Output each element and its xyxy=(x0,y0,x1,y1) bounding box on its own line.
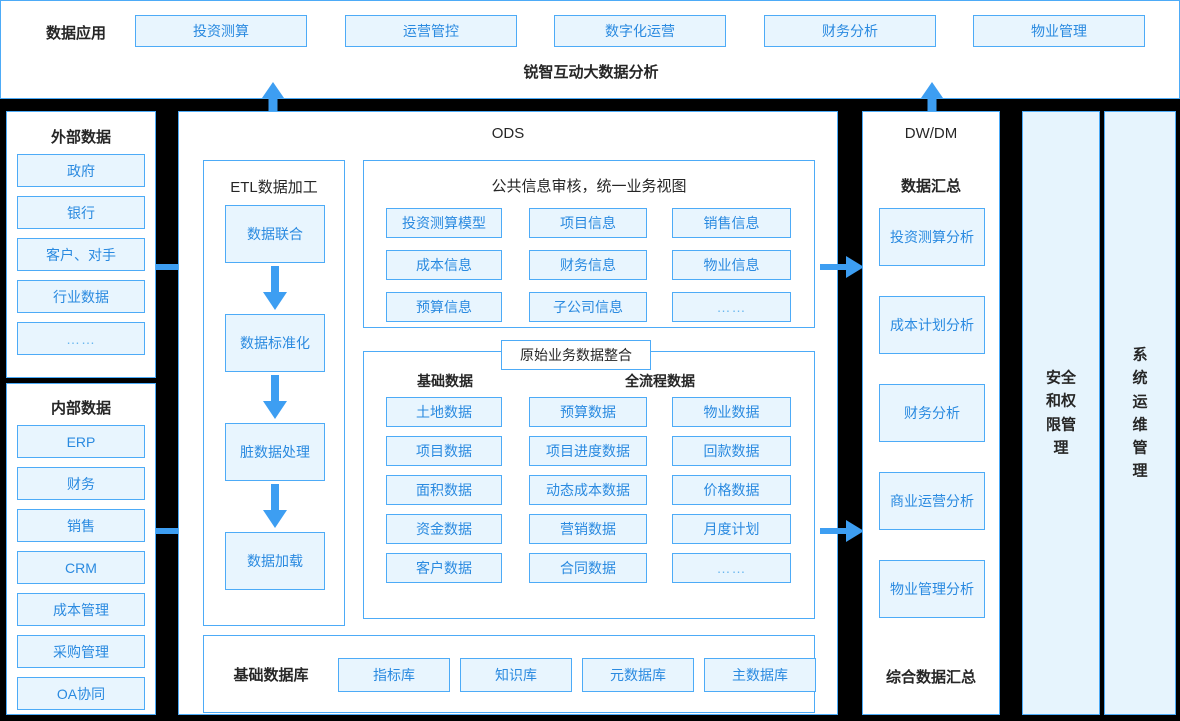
flow-data-item-2[interactable]: 项目进度数据 xyxy=(529,436,647,466)
external-item-3[interactable]: 行业数据 xyxy=(17,280,145,313)
flow-data-item-3[interactable]: 回款数据 xyxy=(672,436,791,466)
arrow-down-icon xyxy=(263,266,287,310)
arrow-right-icon xyxy=(820,256,864,278)
app-chip-2[interactable]: 数字化运营 xyxy=(554,15,726,47)
internal-data-title: 内部数据 xyxy=(50,400,111,417)
flow-data-item-5[interactable]: 价格数据 xyxy=(672,475,791,505)
internal-item-2[interactable]: 销售 xyxy=(17,509,145,542)
dwdm-item-1[interactable]: 成本计划分析 xyxy=(879,296,985,354)
ods-title: ODS xyxy=(491,125,525,142)
raw-integration-panel: 基础数据 全流程数据 土地数据 项目数据 面积数据 资金数据 客户数据 预算数据… xyxy=(363,351,815,619)
operations-column: 系统运维管理 xyxy=(1104,111,1176,715)
base-database-item-3[interactable]: 主数据库 xyxy=(704,658,816,692)
arrow-down-icon xyxy=(263,484,287,528)
public-info-item-7[interactable]: 子公司信息 xyxy=(529,292,647,322)
flow-data-item-1[interactable]: 物业数据 xyxy=(672,397,791,427)
dwdm-subtitle: 数据汇总 xyxy=(900,178,961,195)
dwdm-item-2[interactable]: 财务分析 xyxy=(879,384,985,442)
arrow-right-icon xyxy=(820,520,864,542)
basic-data-item-2[interactable]: 面积数据 xyxy=(386,475,502,505)
public-info-panel: 公共信息审核，统一业务视图 投资测算模型 项目信息 销售信息 成本信息 财务信息… xyxy=(363,160,815,328)
dwdm-item-0[interactable]: 投资测算分析 xyxy=(879,208,985,266)
arrow-up-icon xyxy=(921,82,943,112)
data-application-band: 数据应用 投资测算 运营管控 数字化运营 财务分析 物业管理 锐智互动大数据分析 xyxy=(0,0,1180,99)
internal-item-0[interactable]: ERP xyxy=(17,425,145,458)
platform-title: 锐智互动大数据分析 xyxy=(523,64,659,81)
base-database-item-2[interactable]: 元数据库 xyxy=(582,658,694,692)
base-database-item-1[interactable]: 知识库 xyxy=(460,658,572,692)
etl-step-3[interactable]: 数据加载 xyxy=(225,532,325,590)
flow-data-item-0[interactable]: 预算数据 xyxy=(529,397,647,427)
etl-panel: ETL数据加工 数据联合 数据标准化 脏数据处理 数据加载 xyxy=(203,160,345,626)
public-info-item-3[interactable]: 成本信息 xyxy=(386,250,502,280)
basic-data-label: 基础数据 xyxy=(417,373,473,389)
dwdm-column: DW/DM 数据汇总 投资测算分析 成本计划分析 财务分析 商业运营分析 物业管… xyxy=(862,111,1000,715)
arrow-down-icon xyxy=(263,375,287,419)
basic-data-item-1[interactable]: 项目数据 xyxy=(386,436,502,466)
flow-data-item-7[interactable]: 月度计划 xyxy=(672,514,791,544)
basic-data-item-3[interactable]: 资金数据 xyxy=(386,514,502,544)
flow-data-item-4[interactable]: 动态成本数据 xyxy=(529,475,647,505)
operations-column-title: 系统运维管理 xyxy=(1132,346,1148,480)
public-info-item-1[interactable]: 项目信息 xyxy=(529,208,647,238)
internal-item-3[interactable]: CRM xyxy=(17,551,145,584)
flow-data-label: 全流程数据 xyxy=(625,373,695,389)
app-chip-0[interactable]: 投资测算 xyxy=(135,15,307,47)
base-database-panel: 基础数据库 指标库 知识库 元数据库 主数据库 xyxy=(203,635,816,713)
internal-item-6[interactable]: OA协同 xyxy=(17,677,145,710)
public-info-item-0[interactable]: 投资测算模型 xyxy=(386,208,502,238)
security-column-title: 安全和权限管理 xyxy=(1045,369,1076,457)
basic-data-item-0[interactable]: 土地数据 xyxy=(386,397,502,427)
external-item-4[interactable]: …… xyxy=(17,322,145,355)
dwdm-item-4[interactable]: 物业管理分析 xyxy=(879,560,985,618)
app-chip-1[interactable]: 运营管控 xyxy=(345,15,517,47)
public-info-item-6[interactable]: 预算信息 xyxy=(386,292,502,322)
internal-item-4[interactable]: 成本管理 xyxy=(17,593,145,626)
internal-item-5[interactable]: 采购管理 xyxy=(17,635,145,668)
external-item-2[interactable]: 客户、对手 xyxy=(17,238,145,271)
public-info-item-8[interactable]: …… xyxy=(672,292,791,322)
base-database-label: 基础数据库 xyxy=(233,667,309,684)
security-column: 安全和权限管理 xyxy=(1022,111,1100,715)
external-item-0[interactable]: 政府 xyxy=(17,154,145,187)
ods-column: ODS ETL数据加工 数据联合 数据标准化 脏数据处理 数据加载 公共信息审核… xyxy=(178,111,838,715)
base-database-item-0[interactable]: 指标库 xyxy=(338,658,450,692)
etl-step-1[interactable]: 数据标准化 xyxy=(225,314,325,372)
app-chip-3[interactable]: 财务分析 xyxy=(764,15,936,47)
external-data-column: 外部数据 政府 银行 客户、对手 行业数据 …… xyxy=(6,111,156,378)
dwdm-footer: 综合数据汇总 xyxy=(885,669,976,686)
app-chip-4[interactable]: 物业管理 xyxy=(973,15,1145,47)
dwdm-item-3[interactable]: 商业运营分析 xyxy=(879,472,985,530)
etl-step-0[interactable]: 数据联合 xyxy=(225,205,325,263)
external-data-title: 外部数据 xyxy=(50,129,111,146)
basic-data-item-4[interactable]: 客户数据 xyxy=(386,553,502,583)
flow-data-item-6[interactable]: 营销数据 xyxy=(529,514,647,544)
internal-item-1[interactable]: 财务 xyxy=(17,467,145,500)
flow-data-item-9[interactable]: …… xyxy=(672,553,791,583)
dwdm-title: DW/DM xyxy=(904,125,958,142)
public-info-title: 公共信息审核，统一业务视图 xyxy=(491,178,687,195)
etl-title: ETL数据加工 xyxy=(230,179,318,196)
arrow-up-icon xyxy=(262,82,284,112)
public-info-item-2[interactable]: 销售信息 xyxy=(672,208,791,238)
data-application-label: 数据应用 xyxy=(45,24,106,42)
public-info-item-5[interactable]: 物业信息 xyxy=(672,250,791,280)
external-item-1[interactable]: 银行 xyxy=(17,196,145,229)
internal-data-column: 内部数据 ERP 财务 销售 CRM 成本管理 采购管理 OA协同 xyxy=(6,383,156,715)
etl-step-2[interactable]: 脏数据处理 xyxy=(225,423,325,481)
raw-integration-title: 原始业务数据整合 xyxy=(501,340,651,370)
public-info-item-4[interactable]: 财务信息 xyxy=(529,250,647,280)
flow-data-item-8[interactable]: 合同数据 xyxy=(529,553,647,583)
